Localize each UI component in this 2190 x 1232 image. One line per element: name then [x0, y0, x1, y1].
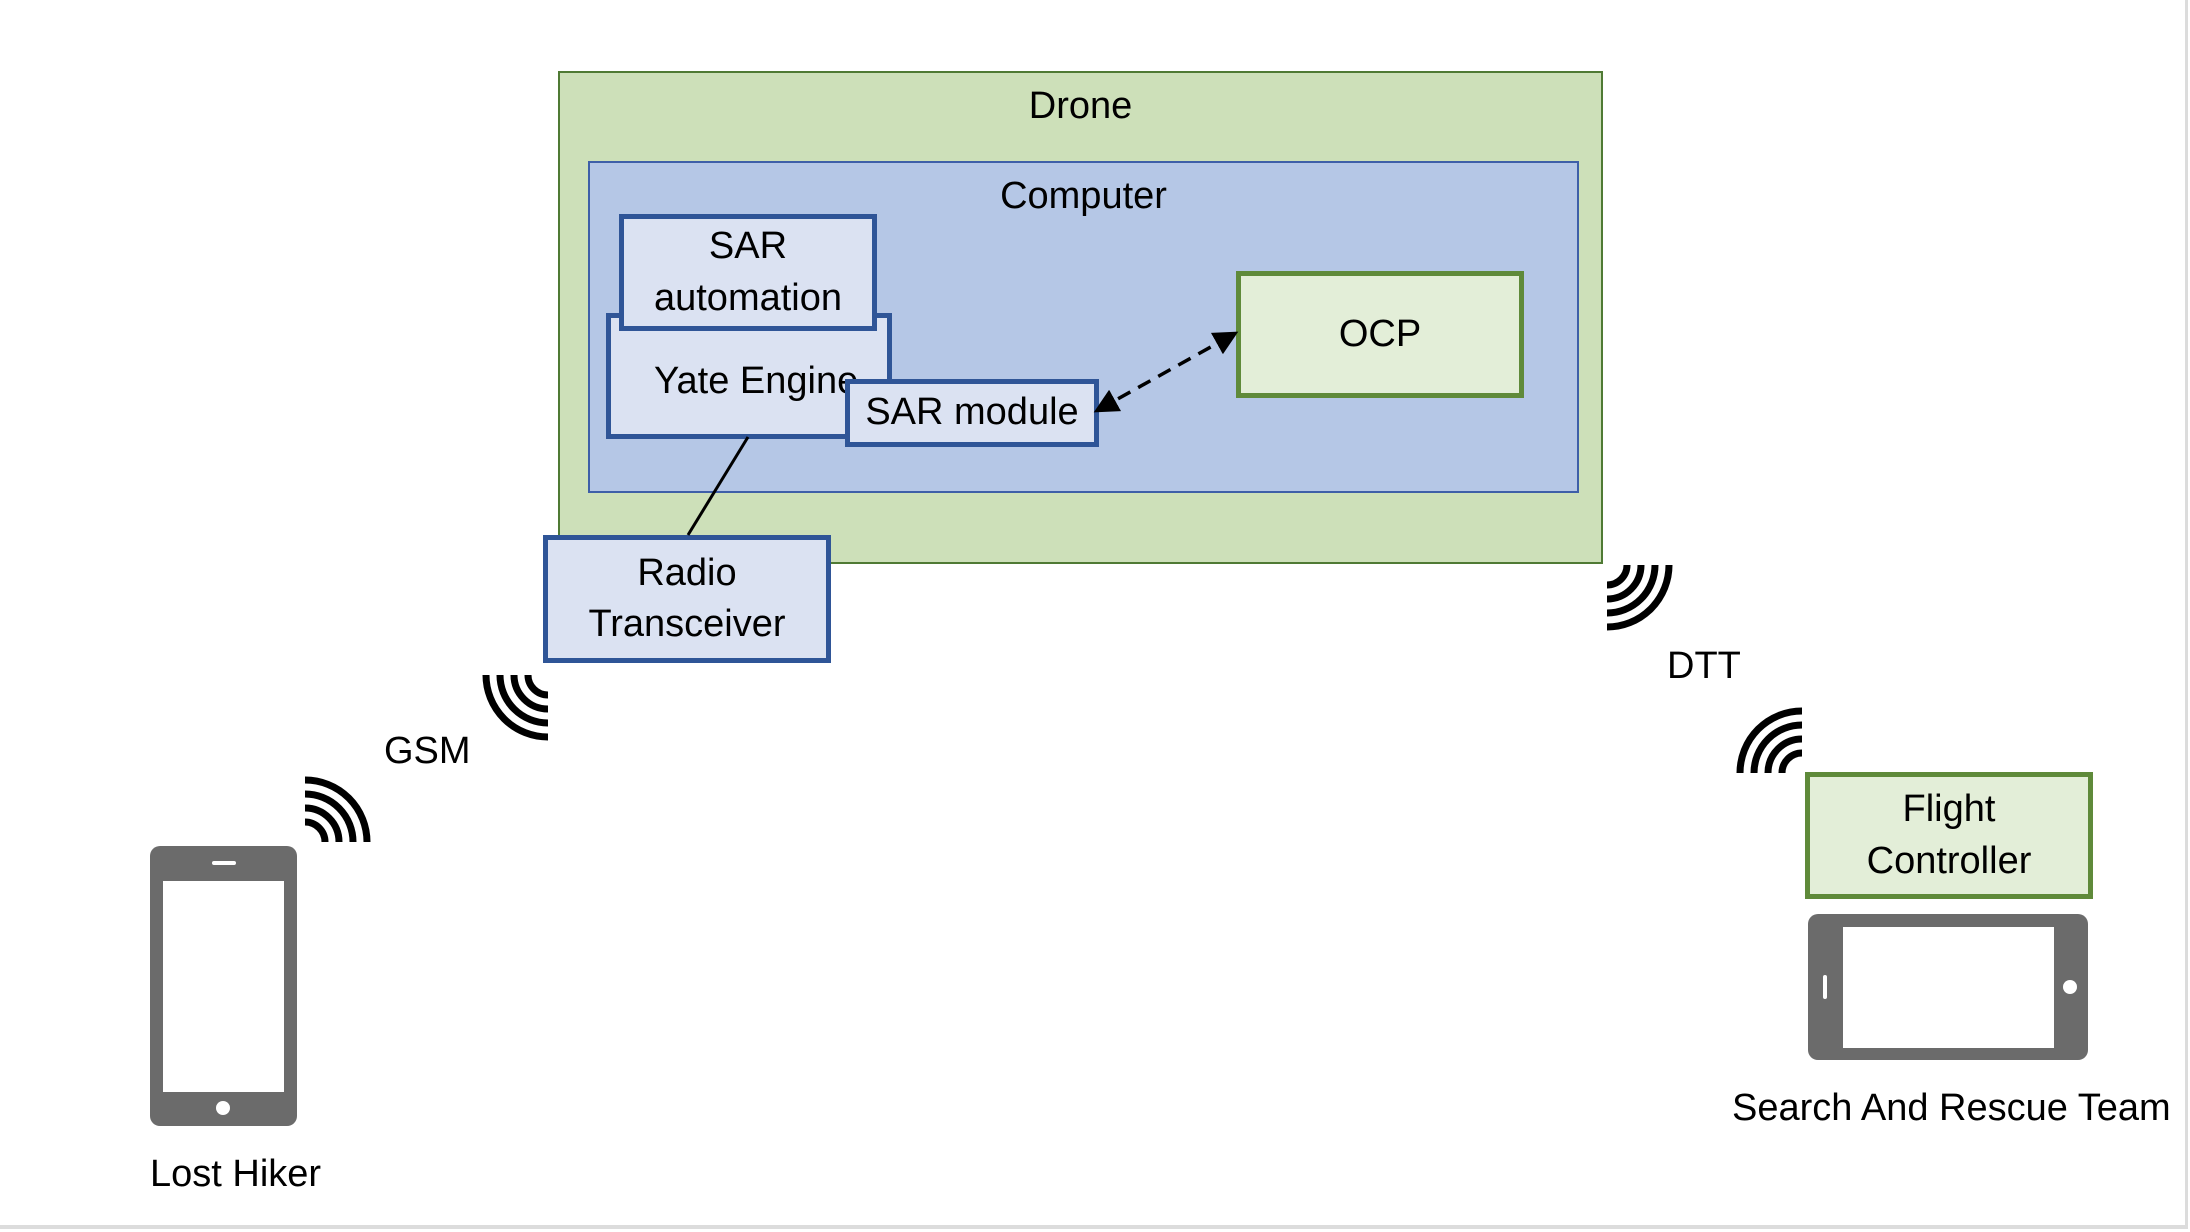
radio-transceiver-box: Radio Transceiver: [543, 535, 831, 663]
sar-module-box: SAR module: [845, 379, 1099, 447]
wireless-signal-icon: [1606, 564, 1673, 631]
computer-title: Computer: [1000, 175, 1167, 217]
flight-controller-label: Flight Controller: [1866, 788, 2032, 882]
gsm-link-label: GSM: [384, 730, 471, 772]
wireless-signal-icon: [1736, 707, 1803, 774]
yate-engine-label: Yate Engine: [654, 360, 859, 402]
sar-module-label: SAR module: [865, 391, 1079, 434]
wireless-signal-icon: [304, 776, 371, 843]
yate-to-radio-line: [686, 436, 750, 536]
smartphone-icon: [150, 846, 297, 1126]
sar-team-label: Search And Rescue Team: [1732, 1087, 2171, 1129]
sar-automation-box: SAR automation: [619, 214, 877, 331]
sar-module-ocp-arrow: [1093, 331, 1239, 413]
radio-transceiver-label: Radio Transceiver: [588, 551, 786, 645]
ocp-box: OCP: [1236, 271, 1524, 398]
flight-controller-box: Flight Controller: [1805, 772, 2093, 899]
yate-engine-box: Yate Engine: [606, 313, 892, 439]
dtt-link-label: DTT: [1667, 645, 1741, 687]
drone-title: Drone: [1028, 85, 1133, 127]
sar-automation-label: SAR automation: [653, 225, 842, 319]
lost-hiker-label: Lost Hiker: [150, 1153, 322, 1195]
ocp-label: OCP: [1338, 312, 1422, 355]
wireless-signal-icon: [482, 674, 549, 741]
tablet-icon: [1808, 914, 2088, 1060]
